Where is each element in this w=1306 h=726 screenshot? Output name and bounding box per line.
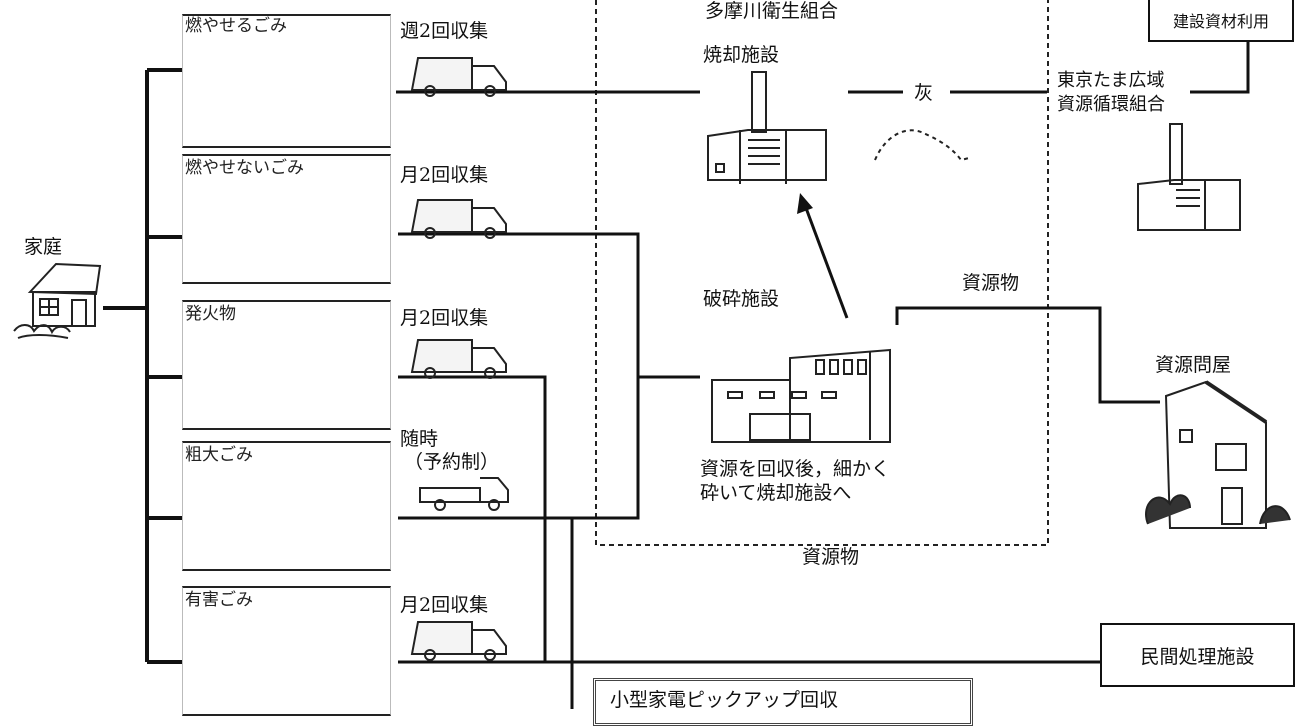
dealer-label: 資源問屋 [1155, 354, 1232, 376]
small-appliance-label: 小型家電ピックアップ回収 [610, 689, 839, 711]
collection-label-bulky-2: （予約制） [404, 451, 500, 473]
tokyo-to-material [1190, 40, 1250, 94]
tokyo-tama-line2: 資源循環組合 [1057, 94, 1165, 115]
tokyo-tama-line1: 東京たま広域 [1057, 70, 1165, 91]
home-connector-lines [103, 68, 182, 664]
category-title: 粗大ごみ [185, 445, 253, 465]
incinerator-icon [707, 71, 827, 184]
building-material-box: 建設資材利用 [1148, 0, 1294, 42]
category-panel-ignitable: 発火物 [182, 300, 391, 430]
category-panel-burnable: 燃やせるごみ [182, 14, 391, 148]
resources-right-label: 資源物 [962, 272, 1020, 294]
pickup-truck-icon [419, 477, 509, 511]
flow-diagram [13, 0, 1291, 709]
union-boundary [595, 0, 1049, 546]
dealer-building-icon [1145, 380, 1291, 529]
ash-label: 灰 [914, 82, 934, 104]
incinerator-label: 焼却施設 [703, 44, 780, 66]
collection-label-nonburnable: 月2回収集 [400, 164, 489, 186]
crusher-note-line2: 砕いて焼却施設へ [700, 482, 852, 504]
collection-label-ignitable: 月2回収集 [400, 307, 489, 329]
category-title: 燃やせるごみ [185, 16, 287, 36]
truck-icon-4 [410, 621, 507, 661]
category-title: 発火物 [185, 304, 236, 324]
crusher-facility-icon [711, 348, 891, 443]
crusher-to-dealer [895, 306, 1160, 404]
small-appliance-box: 小型家電ピックアップ回収 [593, 678, 973, 726]
home-label: 家庭 [24, 236, 63, 258]
category-panel-hazardous: 有害ごみ [182, 586, 391, 716]
truck-icon-1 [410, 57, 507, 97]
category-panel-nonburnable: 燃やせないごみ [182, 154, 391, 284]
building-material-label: 建設資材利用 [1172, 12, 1269, 31]
collection-label-hazardous: 月2回収集 [400, 594, 489, 616]
flow-lines [396, 40, 1250, 709]
collection-label-burnable: 週2回収集 [400, 20, 489, 42]
truck-icon-2 [410, 199, 507, 239]
tokyo-tama-facility-icon [1137, 123, 1241, 231]
truck-icon-3 [410, 339, 507, 379]
ash-pile-icon [874, 129, 970, 162]
crusher-label: 破砕施設 [703, 288, 780, 310]
category-panel-bulky: 粗大ごみ [182, 441, 391, 571]
category-title: 燃やせないごみ [185, 158, 304, 178]
category-title: 有害ごみ [185, 590, 253, 610]
resources-below-label: 資源物 [802, 546, 860, 568]
private-facility-box: 民間処理施設 [1100, 623, 1295, 687]
arrow-crusher-to-incinerator [797, 193, 849, 319]
truck-icons [410, 57, 509, 661]
private-facility-label: 民間処理施設 [1140, 645, 1255, 668]
crusher-note-line1: 資源を回収後，細かく [700, 458, 891, 480]
collection-label-bulky-1: 随時 [400, 428, 439, 450]
union-name: 多摩川衛生組合 [705, 0, 839, 22]
house-icon [13, 262, 102, 339]
